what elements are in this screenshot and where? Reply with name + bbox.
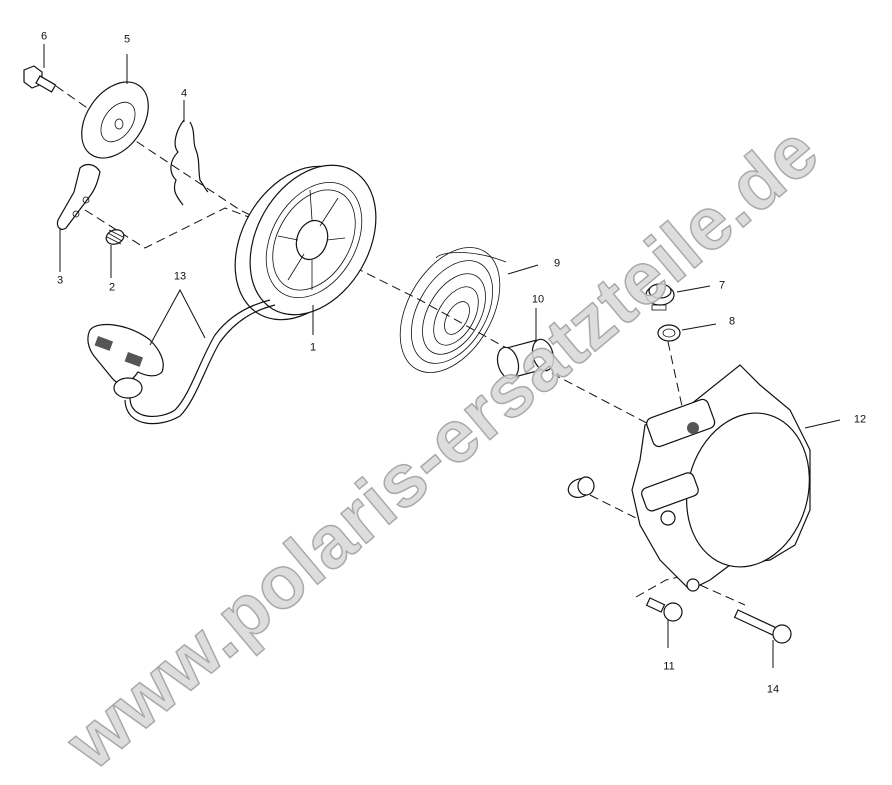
part-3-pawl[interactable]: [56, 163, 101, 230]
callout-4: 4: [180, 87, 188, 100]
housing-dowel-bushing: [567, 476, 595, 499]
part-6-bolt[interactable]: [23, 65, 57, 93]
callout-12: 12: [853, 413, 867, 426]
callout-10: 10: [531, 293, 545, 306]
part-10-bushing[interactable]: [494, 337, 557, 381]
part-8-washer[interactable]: [657, 324, 681, 342]
callout-6: 6: [40, 30, 48, 43]
pawl-axis-line: [84, 207, 271, 249]
callout-9: 9: [553, 257, 561, 270]
callout-8: 8: [728, 315, 736, 328]
part-4-spring-clip[interactable]: [170, 119, 209, 206]
part-5-retainer-plate[interactable]: [68, 70, 162, 171]
callout-5: 5: [123, 33, 131, 46]
part-7-plug[interactable]: [645, 283, 675, 311]
callout-7: 7: [718, 279, 726, 292]
part-9-recoil-spring[interactable]: [380, 230, 521, 390]
callout-3: 3: [56, 274, 64, 287]
plug-axis-line: [664, 327, 686, 421]
callout-13: 13: [173, 270, 187, 283]
part-11-bolt[interactable]: [645, 597, 683, 622]
parts-drawing: [23, 44, 841, 668]
bolt14-axis-line: [699, 584, 746, 606]
callout-2: 2: [108, 281, 116, 294]
callout-1: 1: [309, 341, 317, 354]
callout-14: 14: [766, 683, 780, 696]
exploded-diagram: 6 5 4 3 2 13 1 9 10 7 8 12 11 14 www.pol…: [23, 30, 867, 785]
callout-11: 11: [663, 660, 675, 673]
part-13-handle-rope[interactable]: [87, 299, 276, 425]
part-1-pulley[interactable]: [209, 143, 402, 343]
part-2-spring[interactable]: [104, 227, 126, 246]
bushing-axis-line: [589, 494, 651, 526]
part-12-starter-housing[interactable]: [631, 364, 826, 592]
part-14-long-bolt[interactable]: [733, 609, 792, 644]
